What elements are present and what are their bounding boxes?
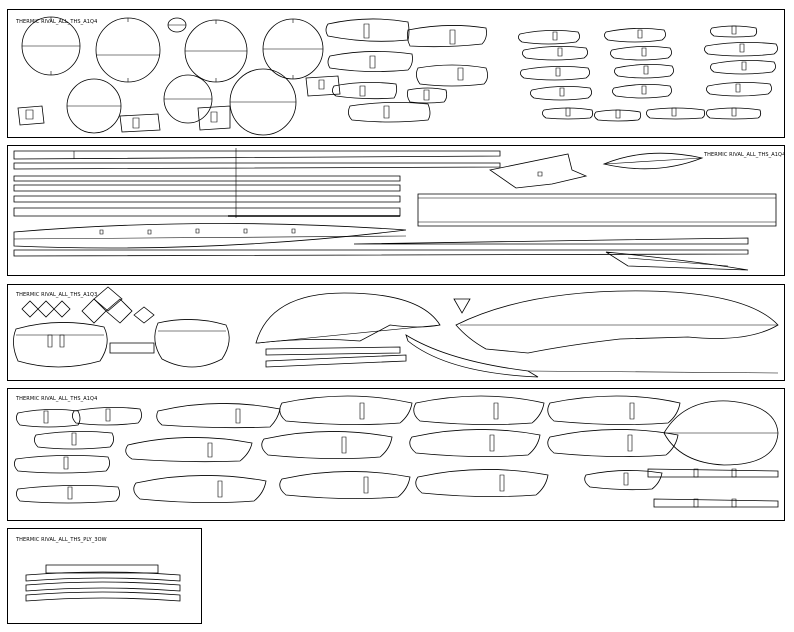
sheet-4-label: THERMIC RIVAL_ALL_THS_A1Q4 xyxy=(16,396,98,402)
small-plate xyxy=(110,343,154,353)
rib-row-3 xyxy=(134,469,662,502)
sheet-4-parts xyxy=(8,389,786,522)
flat-strips xyxy=(648,469,778,507)
tailplane-lens xyxy=(604,153,702,169)
sheet-1-label: THERMIC RIVAL_ALL_THS_A1Q4 xyxy=(16,19,98,25)
sheet-4-panel: THERMIC RIVAL_ALL_THS_A1Q4 xyxy=(7,388,785,521)
lens-rib-6 xyxy=(407,88,446,103)
sheet-2-parts xyxy=(8,146,786,277)
sheet-5-label: THERMIC RIVAL_ALL_THS_PLY_3OW xyxy=(16,537,107,543)
sheet-5-panel: THERMIC RIVAL_ALL_THS_PLY_3OW xyxy=(7,528,202,624)
wing-trailing-strip xyxy=(14,238,748,256)
sheet-2-panel: THERMIC RIVAL_ALL_THS_A1Q4 xyxy=(7,145,785,276)
lens-rib-4 xyxy=(416,65,487,86)
lens-rib-5 xyxy=(332,82,396,98)
lens-rib-2 xyxy=(407,25,486,46)
round-former-2 xyxy=(96,18,160,82)
wing-lower-strip xyxy=(14,223,406,248)
small-former-d xyxy=(306,76,340,96)
spar-box xyxy=(418,194,776,226)
long-strip-group xyxy=(14,148,500,218)
sheet-1-parts xyxy=(8,10,786,139)
small-disc xyxy=(168,18,186,32)
small-former-a xyxy=(18,106,44,125)
rib-column-left xyxy=(14,407,141,503)
tail-boom-strips xyxy=(266,335,778,377)
tip-strip xyxy=(606,252,748,270)
round-former-4 xyxy=(263,19,323,79)
lens-rib-3 xyxy=(328,51,413,71)
round-former-3 xyxy=(185,20,247,82)
root-rib-large xyxy=(664,401,778,465)
lens-rib-7 xyxy=(348,102,430,122)
round-former-6 xyxy=(164,75,212,123)
lens-rib-1 xyxy=(326,19,409,41)
fin-part xyxy=(490,154,586,188)
sheet-1-panel: THERMIC RIVAL_ALL_THS_A1Q4 xyxy=(7,9,785,138)
small-former-c xyxy=(198,106,230,130)
fuselage-side xyxy=(456,291,778,353)
diamond-gussets xyxy=(22,287,154,323)
rib-row-1 xyxy=(157,396,680,428)
wing-rib-group xyxy=(518,26,777,121)
sheet-2-label: THERMIC RIVAL_ALL_THS_A1Q4 xyxy=(704,152,786,158)
small-former-b xyxy=(120,114,160,132)
fuselage-former-2 xyxy=(155,319,229,367)
sheet-5-parts xyxy=(8,529,203,625)
fuselage-former-1 xyxy=(13,322,107,367)
sheet-3-parts xyxy=(8,285,786,382)
sheet-3-label: THERMIC RIVAL_ALL_THS_A1Q3 xyxy=(16,292,98,298)
rib-row-2 xyxy=(126,429,678,461)
canopy-shell xyxy=(256,293,440,343)
ply-curved-strips xyxy=(26,565,180,601)
round-former-5 xyxy=(67,79,121,133)
triangle-insert xyxy=(454,299,470,313)
sheet-3-panel: THERMIC RIVAL_ALL_THS_A1Q3 xyxy=(7,284,785,381)
round-former-1 xyxy=(22,17,80,75)
round-former-7 xyxy=(230,69,296,135)
